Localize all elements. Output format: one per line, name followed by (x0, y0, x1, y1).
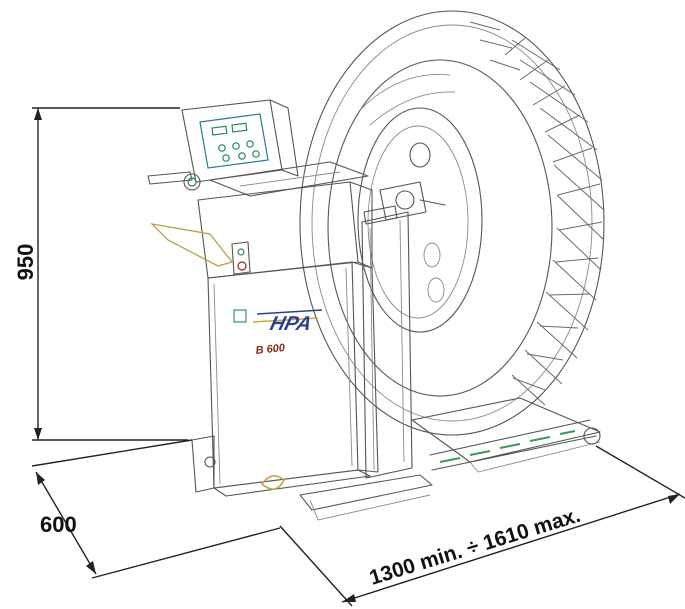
model-label: B 600 (255, 342, 286, 357)
height-dimension: 950 (13, 107, 188, 441)
machine-cabinet (147, 99, 379, 497)
lift-frame (299, 397, 601, 521)
truck-tyre (299, 10, 605, 436)
shaft-column (361, 181, 446, 479)
depth-dimension-label: 600 (40, 512, 77, 537)
control-panel (181, 99, 299, 183)
tyre-tread (469, 21, 605, 406)
width-dimension-label: 1300 min. ÷ 1610 max. (367, 504, 583, 590)
width-dimension: 1300 min. ÷ 1610 max. (279, 445, 685, 607)
gauge-arm (147, 171, 201, 191)
brand-logo-text: HPA (268, 313, 314, 335)
brand-logo: HPA (252, 309, 323, 335)
height-dimension-label: 950 (13, 244, 38, 281)
wheel-rim (357, 107, 483, 333)
depth-dimension: 600 (31, 439, 281, 579)
